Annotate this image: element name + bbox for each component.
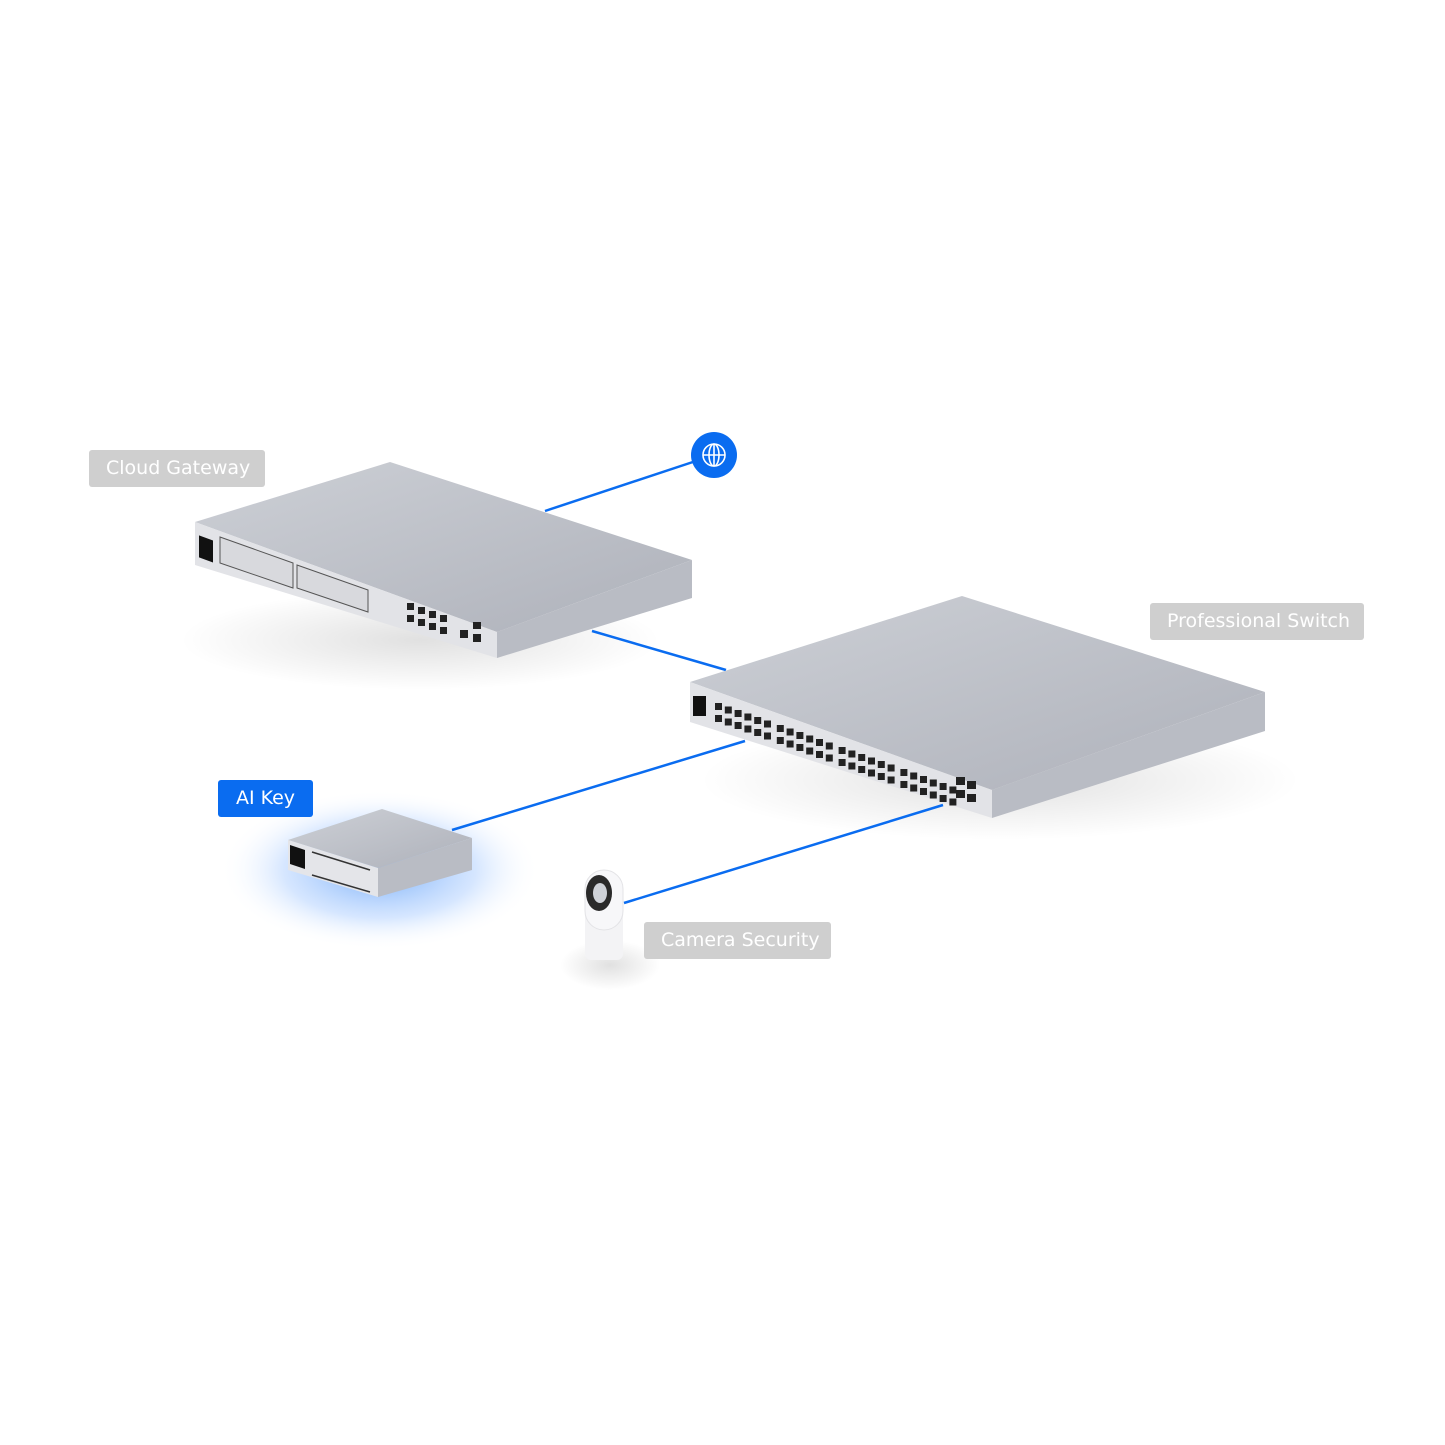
professional-switch-label[interactable]: Professional Switch [1150,603,1364,640]
switch-port [754,717,762,724]
link-switch-camera [623,803,944,905]
switch-port [910,784,918,792]
switch-port [939,795,947,802]
switch-port [764,720,771,728]
switch-port [786,740,794,748]
professional-switch-device[interactable] [690,596,1265,818]
switch-port [786,728,794,736]
switch-port [816,751,823,758]
cloud-gateway-device[interactable] [195,462,692,658]
switch-port [887,776,895,784]
switch-port [734,722,742,729]
switch-port [868,769,875,777]
camera-security-label[interactable]: Camera Security [644,922,831,959]
switch-port [900,781,908,788]
switch-port [920,788,927,795]
switch-port [868,757,875,765]
switch-port [910,772,918,780]
switch-port [734,710,742,717]
switch-port [939,783,947,790]
cloud-gateway-label[interactable]: Cloud Gateway [89,450,265,487]
switch-port [825,754,833,762]
switch-port [838,747,846,754]
switch-port [825,742,833,750]
switch-port [877,761,885,768]
gateway-ports [407,603,481,642]
switch-port [776,725,784,732]
switch-port [848,750,856,758]
switch-port [806,735,814,743]
camera-security-device[interactable] [584,869,624,960]
switch-port [920,776,927,783]
switch-port [744,725,752,733]
switch-port [724,718,732,726]
switch-port [806,747,814,755]
switch-port [796,744,804,751]
switch-port [776,737,784,744]
switch-port [715,703,722,710]
switch-port [949,798,957,806]
switch-port [877,773,885,780]
switch-port [929,791,937,799]
switch-port [929,779,937,787]
ai-key-label[interactable]: AI Key [218,780,313,817]
internet-globe-button[interactable] [691,432,737,478]
switch-port [887,764,895,772]
switch-port [858,754,866,761]
globe-icon [702,443,726,467]
switch-port [858,766,866,773]
switch-ports [715,703,957,806]
switch-port [744,713,752,721]
ai-key-device[interactable] [288,809,472,897]
switch-port [949,786,957,794]
switch-port [764,732,771,740]
switch-port [900,769,908,776]
switch-port [715,715,722,722]
link-switch-ai-key [451,739,746,832]
switch-port [816,739,823,746]
switch-port [848,762,856,770]
switch-port [796,732,804,739]
link-internet-gateway [544,453,715,513]
switch-port [724,706,732,714]
switch-port [838,759,846,766]
switch-port [754,729,762,736]
link-gateway-switch [591,629,727,672]
